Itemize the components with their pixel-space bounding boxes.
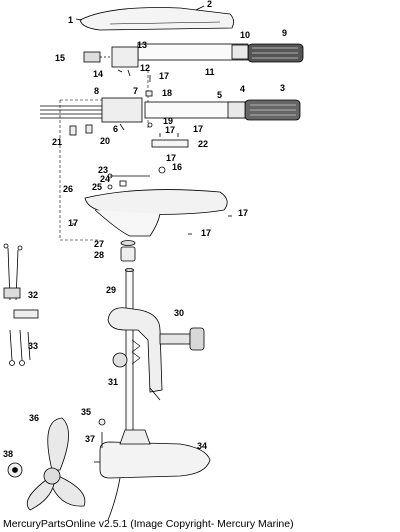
lower-motor-unit[interactable]	[94, 429, 211, 521]
callout-20: 20	[100, 136, 110, 146]
top-cover-part[interactable]	[75, 5, 234, 31]
callout-27: 27	[94, 239, 104, 249]
callout-11: 11	[205, 67, 215, 77]
callout-33: 33	[28, 341, 38, 351]
callout-2: 2	[207, 0, 212, 9]
callout-15: 15	[55, 53, 65, 63]
callout-4: 4	[240, 84, 245, 94]
lower-handle-assembly[interactable]	[40, 97, 301, 131]
callout-10: 10	[240, 30, 250, 40]
callout-18: 18	[162, 88, 172, 98]
callout-36: 36	[29, 413, 39, 423]
callout-17-b: 17	[165, 125, 175, 135]
callout-26: 26	[63, 184, 73, 194]
callout-6: 6	[113, 124, 118, 134]
callout-29: 29	[106, 285, 116, 295]
callout-13: 13	[137, 40, 147, 50]
callout-25: 25	[92, 182, 102, 192]
callout-34: 34	[197, 441, 207, 451]
propeller-part[interactable]	[26, 417, 86, 511]
callout-28: 28	[94, 250, 104, 260]
callout-31: 31	[108, 377, 118, 387]
callout-30: 30	[174, 308, 184, 318]
callout-1: 1	[68, 15, 73, 25]
callout-21: 21	[52, 137, 62, 147]
callout-37: 37	[85, 434, 95, 444]
callout-17-e: 17	[68, 218, 78, 228]
callout-17-a: 17	[159, 71, 169, 81]
callout-labels: 1 2 3 4 5 6 7 8 9 10 11 12 13 14 15 16 1…	[3, 0, 287, 459]
collar-part[interactable]	[120, 240, 136, 262]
callout-24: 24	[100, 174, 110, 184]
callout-14: 14	[93, 69, 103, 79]
mount-bracket-part[interactable]	[107, 307, 205, 401]
callout-35: 35	[81, 407, 91, 417]
prop-nut-part[interactable]	[7, 462, 23, 478]
callout-38: 38	[3, 449, 13, 459]
callout-12: 12	[140, 63, 150, 73]
callout-22: 22	[198, 139, 208, 149]
callout-9: 9	[282, 28, 287, 38]
callout-7: 7	[133, 86, 138, 96]
callout-17-f: 17	[238, 208, 248, 218]
callout-23: 23	[98, 165, 108, 175]
callout-16: 16	[172, 162, 182, 172]
callout-17-g: 17	[201, 228, 211, 238]
cable-assembly[interactable]	[3, 243, 39, 366]
callout-32: 32	[28, 290, 38, 300]
callout-3: 3	[280, 83, 285, 93]
pin-and-screws[interactable]	[107, 166, 166, 190]
housing-base-part[interactable]	[72, 189, 232, 237]
callout-8: 8	[94, 86, 99, 96]
copyright-footer: MercuryPartsOnline v2.5.1 (Image Copyrig…	[3, 518, 294, 530]
nut-and-pin[interactable]	[98, 418, 106, 448]
small-parts-group[interactable]	[69, 122, 189, 148]
callout-17-d: 17	[166, 153, 176, 163]
fastener-part[interactable]	[145, 75, 153, 97]
upper-handle-assembly[interactable]	[83, 43, 304, 77]
callout-17-c: 17	[193, 124, 203, 134]
callout-5: 5	[217, 90, 222, 100]
callout-19: 19	[163, 116, 173, 126]
